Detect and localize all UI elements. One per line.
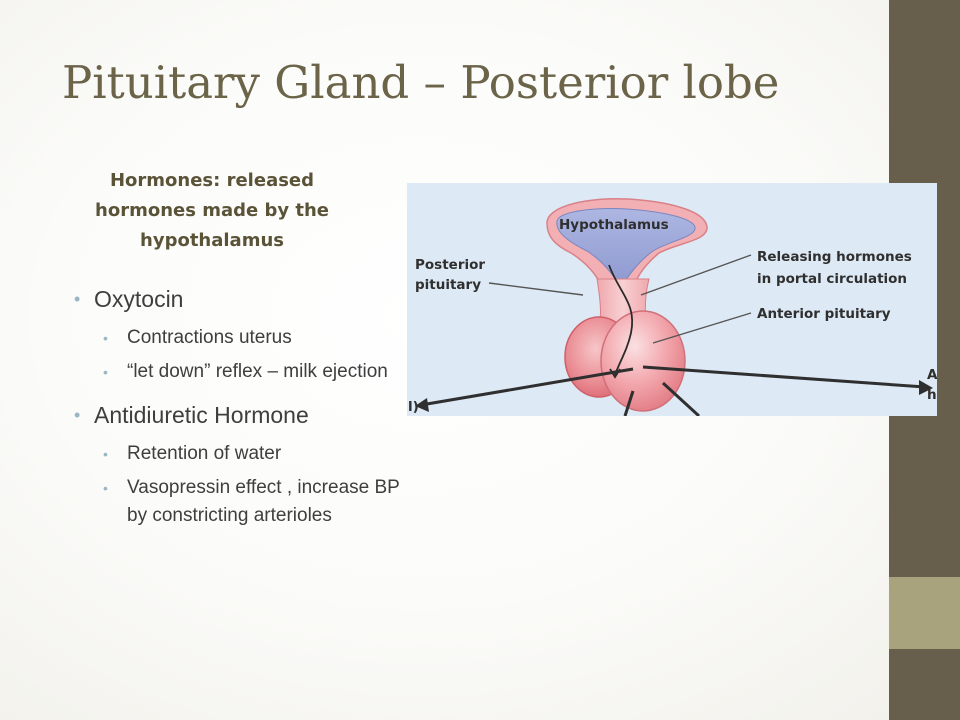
sub-bullet-vasopressin: Vasopressin effect , increase BP by cons… [74,474,419,530]
pointer-posterior [488,282,584,296]
arrow-right [642,365,926,389]
pituitary-diagram: Hypothalamus Posterior pituitary [407,183,937,416]
hypothalamus-region [556,208,696,288]
subheading: Hormones: released hormones made by the … [95,170,329,251]
label-releasing-line1: Releasing hormones [757,249,912,265]
arrow-down-right [661,381,701,416]
pointer-anterior [652,312,752,344]
arrow-left [420,367,634,407]
arrow-left-head [415,398,429,412]
label-posterior-line2: pituitary [415,277,481,293]
pituitary-diagram-svg: Hypothalamus Posterior pituitary [408,197,937,416]
label-hypothalamus: Hypothalamus [559,217,669,233]
label-posterior-line1: Posterior [415,257,485,273]
anterior-lobe [600,310,686,412]
arrow-down-left [623,390,635,416]
label-releasing-line2: in portal circulation [757,271,907,287]
side-bar-accent [889,577,960,649]
neuron-axon [608,264,634,376]
bullet-list: Oxytocin Contractions uterus “let down” … [74,280,419,536]
arrow-right-head [919,380,933,395]
bullet-oxytocin: Oxytocin [74,282,419,316]
sub-bullet-letdown-reflex: “let down” reflex – milk ejection [74,358,419,386]
bullet-antidiuretic-hormone: Antidiuretic Hormone [74,398,419,432]
label-cut-right-1: A [927,367,937,383]
slide-title: Pituitary Gland – Posterior lobe [62,56,780,109]
sub-bullet-contractions: Contractions uterus [74,324,419,352]
pointer-releasing [640,254,752,296]
label-cut-left: l) [408,399,419,415]
label-anterior: Anterior pituitary [757,306,891,322]
sub-bullet-water-retention: Retention of water [74,440,419,468]
label-cut-right-2: h [927,387,937,403]
